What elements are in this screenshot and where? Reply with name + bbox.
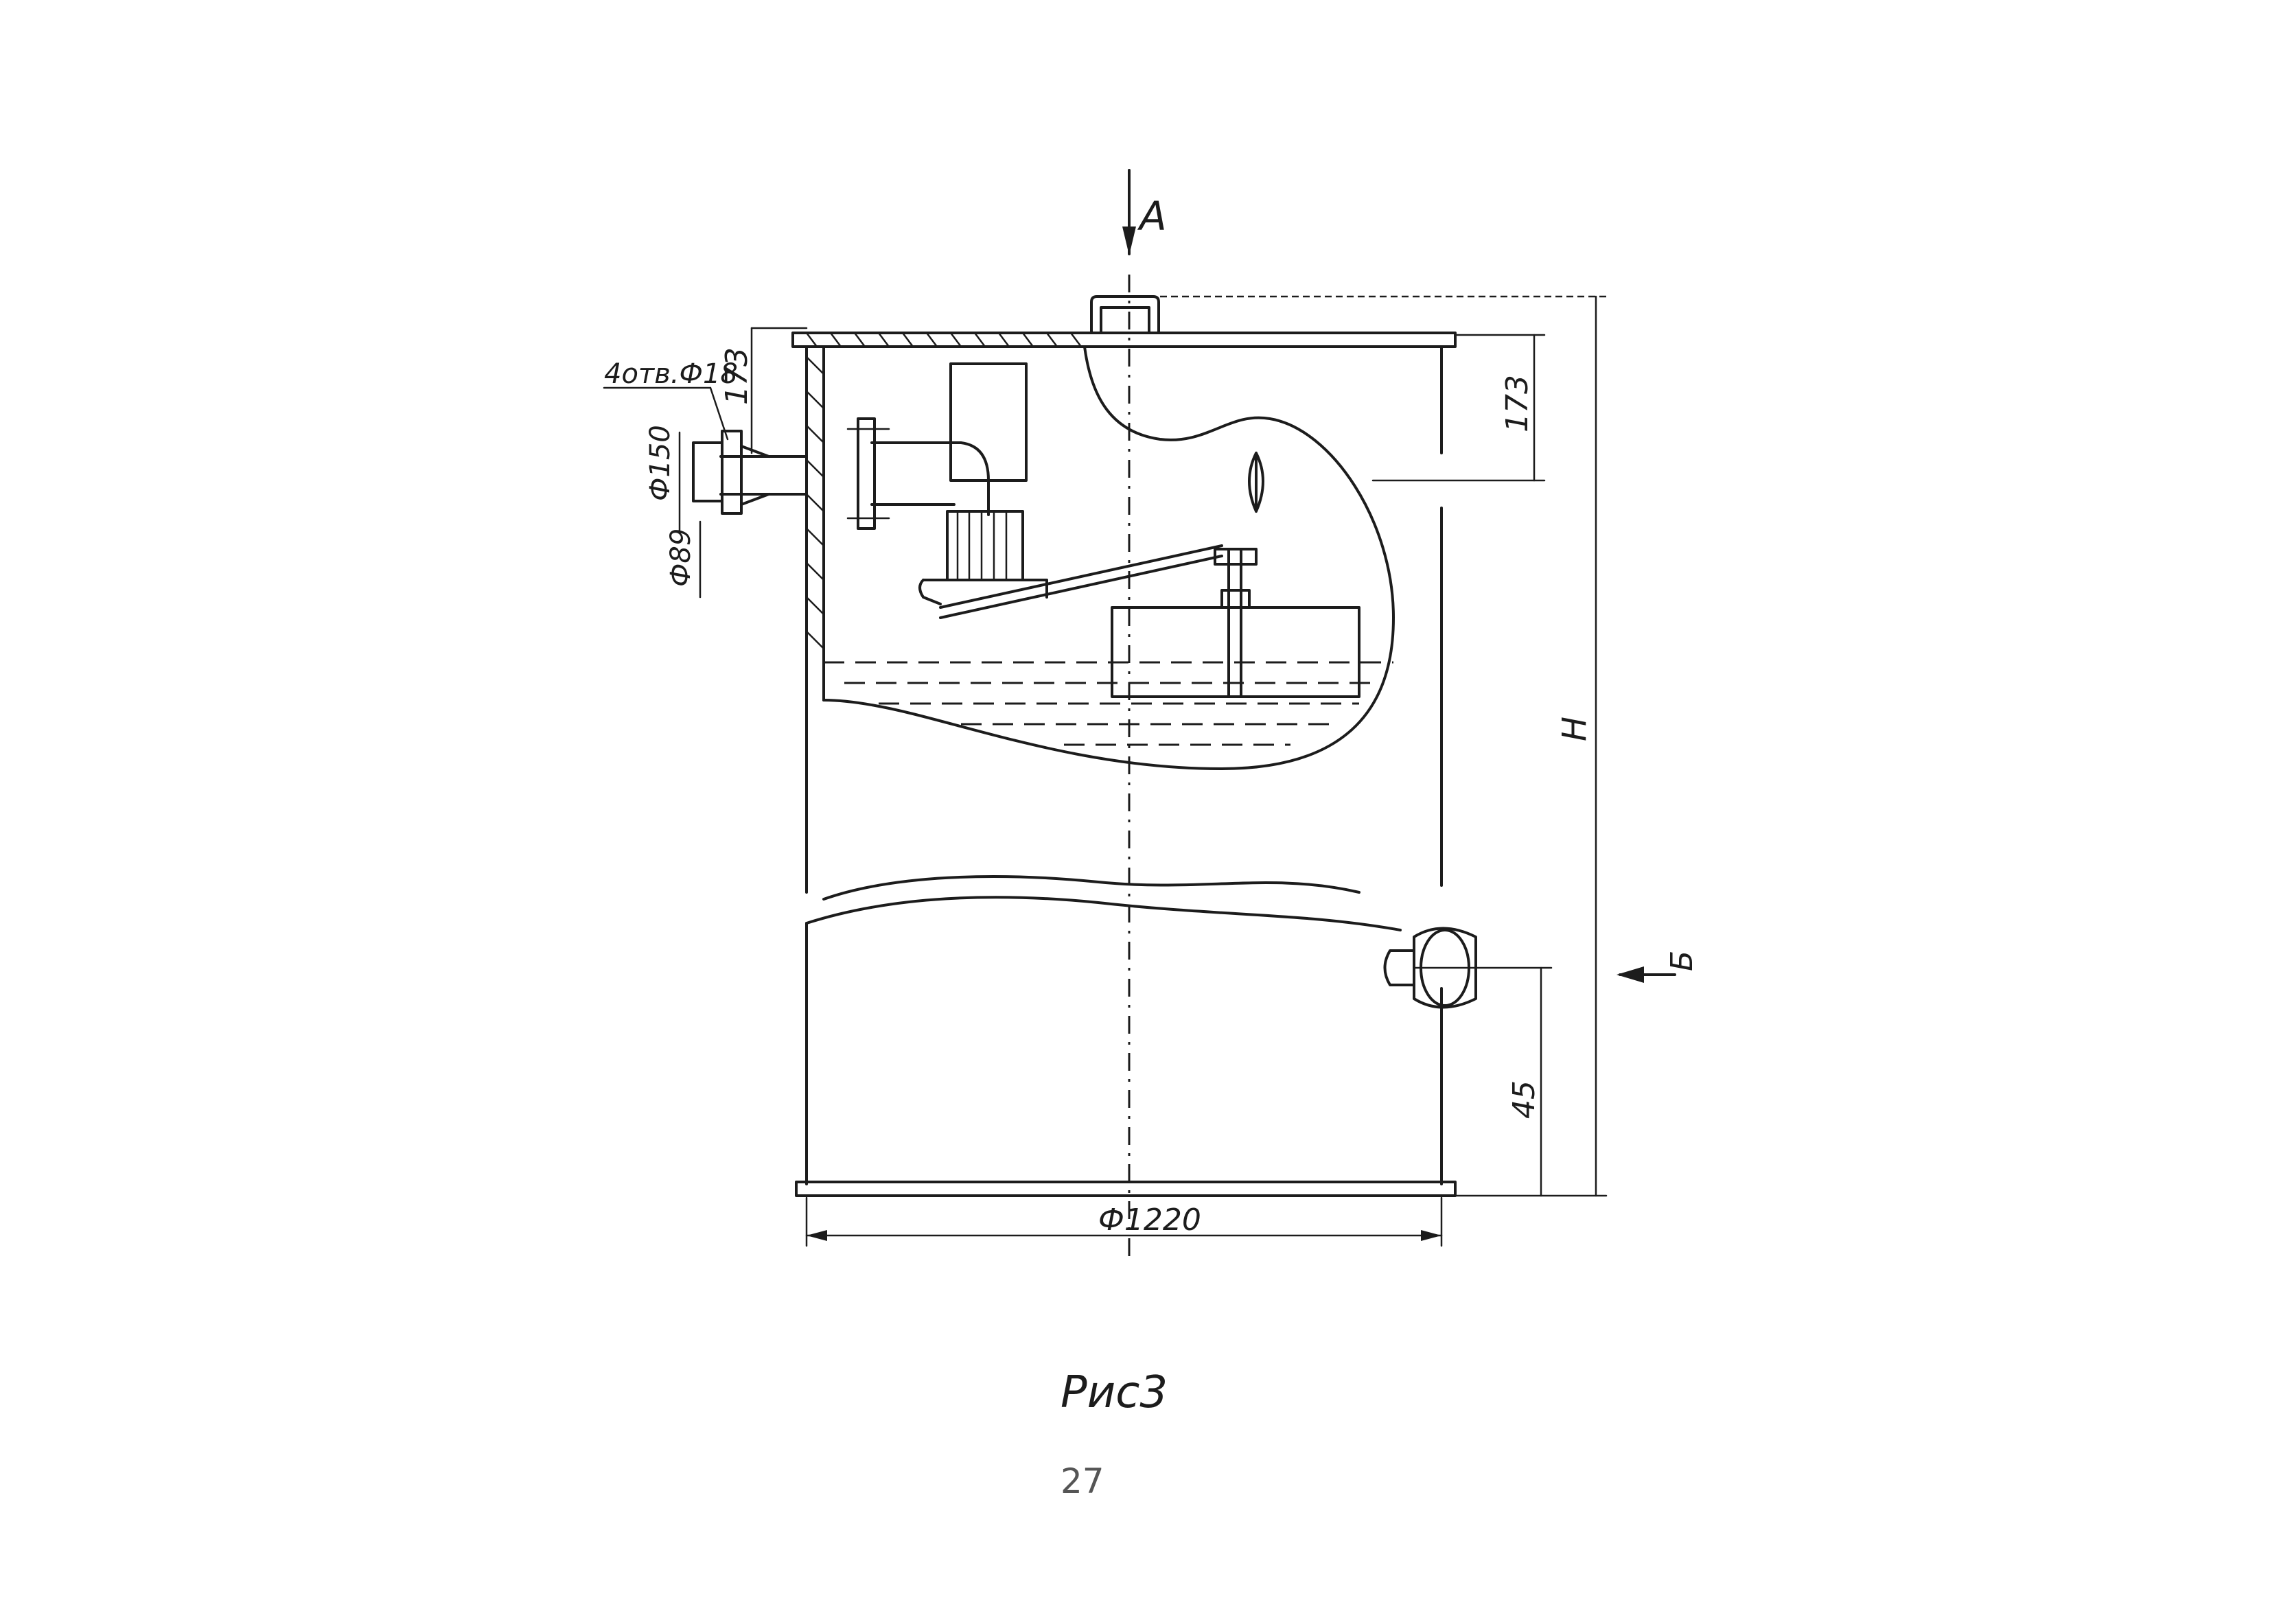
- sprayer-bracket: [918, 579, 1048, 605]
- inlet-elbow: [870, 441, 990, 516]
- dim-label-173-right: 173: [1500, 375, 1535, 432]
- figure-caption: Рис3: [1061, 1367, 1168, 1418]
- dim-label-89: Ф89: [665, 529, 697, 587]
- dim-label-diameter: Ф1220: [1098, 1203, 1201, 1238]
- float-valve-stem: [1214, 548, 1258, 698]
- inlet-duct: [949, 362, 1028, 482]
- sprayer: [946, 510, 1024, 581]
- tank-shell: [805, 345, 1443, 1185]
- float-lever: [939, 544, 1223, 619]
- dimension-173-right: [1371, 334, 1546, 482]
- inlet-pipe: [692, 430, 808, 515]
- view-label-a: A: [1137, 193, 1167, 240]
- dimension-173-left: [750, 327, 808, 454]
- lid-handle: [1090, 295, 1160, 334]
- leader-flange-holes: [603, 386, 729, 441]
- dimension-outlet-height: [1413, 966, 1553, 1197]
- view-arrow-b: [1617, 966, 1676, 983]
- dimension-diameter: [805, 1196, 1443, 1247]
- view-arrow-a: [1122, 169, 1136, 255]
- tank-base: [795, 1181, 1457, 1197]
- inspection-hatch: [1248, 452, 1264, 513]
- dim-label-height: H: [1555, 717, 1594, 741]
- dim-label-45: 45: [1507, 1080, 1542, 1119]
- break-line-upper: [822, 875, 1360, 901]
- pipe-flange: [846, 417, 890, 530]
- dimension-height: [1160, 295, 1608, 1197]
- water-level: [824, 661, 1393, 746]
- cutaway-outline: [822, 345, 1395, 770]
- tank-lid: [791, 332, 1457, 348]
- view-label-b: Б: [1665, 951, 1700, 971]
- break-line-lower: [805, 896, 1402, 931]
- page-number: 27: [1061, 1461, 1104, 1501]
- dim-label-173-left: 173: [719, 347, 754, 405]
- dim-label-flange-holes: 4отв.Ф18: [604, 358, 738, 390]
- dim-label-150: Ф150: [645, 425, 676, 501]
